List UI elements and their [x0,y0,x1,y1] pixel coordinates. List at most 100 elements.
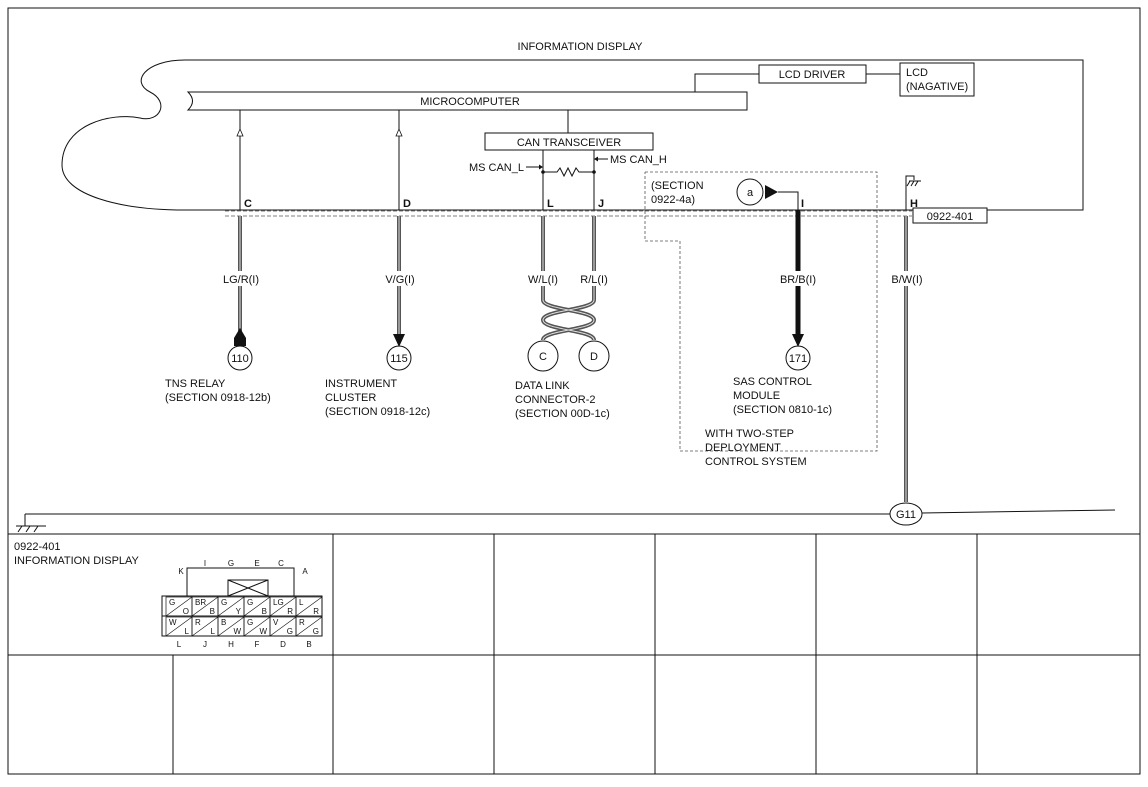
cavity-color-primary: B [221,618,226,627]
connector-cavity-2-4: GW [243,616,271,637]
connector-bottom-pin-label: F [255,640,260,649]
data-link-label: DATA LINK [515,380,570,392]
can-transceiver-label: CAN TRANSCEIVER [517,137,621,149]
connector-cavity-1-3: GY [217,596,245,617]
cavity-color-primary: G [247,598,253,607]
can-transceiver-box [484,132,654,151]
connector-cavity-1-5: LGR [269,596,297,617]
cavity-color-primary: LG [273,598,284,607]
connector-ref-a [736,178,764,206]
destination-d-label: D [590,351,598,363]
cavity-color-primary: R [299,618,305,627]
sas-module-label: SAS CONTROL [733,376,812,388]
destination-c [527,340,559,372]
cavity-color-stripe: B [262,607,267,616]
two-step-note-1: WITH TWO-STEP [705,428,794,440]
cavity-color-stripe: O [183,607,189,616]
destination-110-label: 110 [231,353,249,365]
destination-d [578,340,610,372]
two-step-deployment-region [644,171,878,452]
cavity-color-primary: G [247,618,253,627]
cavity-color-primary: BR [195,598,206,607]
sas-module-section: (SECTION 0810-1c) [733,404,832,416]
connector-cavity-1-1: GO [165,596,193,617]
tns-relay-section: (SECTION 0918-12b) [165,392,271,404]
sas-module-label-2: MODULE [733,390,780,402]
cavity-color-stripe: L [211,627,216,636]
outer-frame [7,7,1141,775]
wire-h-color: B/W(I) [891,274,922,286]
cavity-color-stripe: Y [236,607,242,616]
ground-g11-label: G11 [896,509,916,521]
diagram-title: INFORMATION DISPLAY [518,41,644,53]
destination-110 [227,345,253,371]
connector-cavity-2-3: BW [217,616,245,637]
cavity-color-primary: G [221,598,227,607]
cavity-color-primary: V [273,618,279,627]
information-display-housing [61,59,1084,211]
cavity-color-stripe: R [313,607,319,616]
cavity-color-primary: W [169,618,177,627]
termination-resistor [543,166,594,178]
ground-g11 [889,502,923,526]
pin-h-label: H [910,198,918,210]
destination-c-label: C [539,351,547,363]
lcd-label: LCD [906,67,928,79]
pin-i-label: I [801,198,804,210]
wire-d-color: V/G(I) [385,274,414,286]
connector-bottom-pin-label: D [280,640,286,649]
cavity-color-stripe: B [210,607,215,616]
section-ref-label: (SECTION [651,180,704,192]
cavity-color-stripe: W [233,627,241,636]
pin-c-label: C [244,198,252,210]
wire-c-color: LG/R(I) [223,274,259,286]
connector-top-pin-label: K [178,567,184,576]
ms-can-h-label: MS CAN_H [610,154,667,166]
cavity-color-stripe: G [287,627,293,636]
connector-top-pin-label: E [254,559,259,568]
destination-115 [386,345,412,371]
connector-cavity-1-6: LR [295,596,323,617]
connector-top-pin-label: A [302,567,308,576]
lcd-mode-label: (NAGATIVE) [906,81,968,93]
connector-cavity-2-2: RL [191,616,219,637]
wire-i-color: BR/B(I) [780,274,816,286]
microcomputer-label: MICROCOMPUTER [420,96,520,108]
lcd-driver-label: LCD DRIVER [779,69,846,81]
connector-top-pin-label: I [204,559,206,568]
pin-l-label: L [547,198,554,210]
wire-j-color: R/L(I) [580,274,608,286]
destination-171-label: 171 [789,353,807,365]
connector-cavity-2-1: WL [165,616,193,637]
cavity-color-primary: L [299,598,304,607]
microcomputer-block [186,91,748,111]
cavity-color-stripe: L [185,627,190,636]
instrument-cluster-label-2: CLUSTER [325,392,376,404]
instrument-cluster-section: (SECTION 0918-12c) [325,406,430,418]
cavity-color-stripe: R [287,607,293,616]
cavity-color-primary: G [169,598,175,607]
ms-can-l-label: MS CAN_L [469,162,524,174]
connector-top-pin-label: C [278,559,284,568]
connector-id-label: 0922-401 [927,211,974,223]
pin-j-label: J [598,198,604,210]
two-step-note-3: CONTROL SYSTEM [705,456,807,468]
instrument-cluster-label: INSTRUMENT [325,378,397,390]
connector-cavity-1-2: BR B [191,596,219,617]
section-ref-id: 0922-4a) [651,194,695,206]
data-link-label-2: CONNECTOR-2 [515,394,595,406]
connector-ref-a-label: a [747,187,754,199]
connector-cavity-2-6: RG [295,616,323,637]
connector-top-pin-label: G [228,559,234,568]
connector-bottom-pin-label: J [203,640,207,649]
connector-table-id: 0922-401 [14,541,61,553]
connector-id-box [912,207,988,224]
connector-table-name: INFORMATION DISPLAY [14,555,140,567]
cavity-color-stripe: G [313,627,319,636]
connector-cavity-1-4: GB [243,596,271,617]
pin-d-label: D [403,198,411,210]
connector-cavity-2-5: VG [269,616,297,637]
two-step-note-2: DEPLOYMENT [705,442,781,454]
